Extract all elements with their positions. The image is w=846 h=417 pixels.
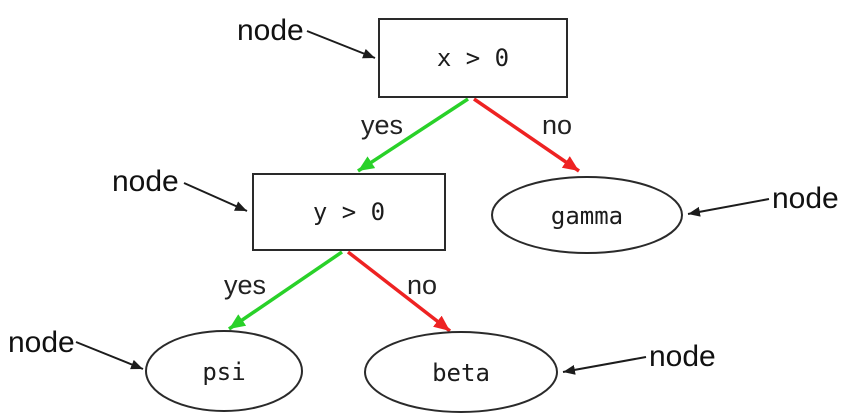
edge-label-yes-1: yes: [361, 110, 403, 140]
annotation-label-y: node: [112, 165, 179, 198]
edges: [228, 97, 580, 333]
annotation-label-root: node: [237, 14, 304, 47]
node-label-x: x > 0: [437, 44, 509, 72]
annotation-label-gamma: node: [772, 182, 839, 215]
edge-no-root-to-gamma: [473, 97, 580, 173]
annotation-arrow-gamma: [687, 198, 770, 217]
edge-labels: yes no yes no: [224, 110, 572, 300]
node-label-y: y > 0: [313, 198, 385, 226]
node-label-gamma: gamma: [551, 202, 623, 230]
edge-no-y-to-beta: [346, 250, 452, 333]
edge-label-yes-2: yes: [224, 270, 266, 300]
annotations: node node node node node: [8, 14, 839, 375]
node-label-psi: psi: [202, 358, 245, 386]
node-label-beta: beta: [432, 359, 490, 387]
annotation-arrow-y: [183, 182, 248, 212]
node-ellipse-gamma: [491, 176, 683, 254]
annotation-label-beta: node: [649, 340, 716, 373]
node-ellipse-beta: [364, 331, 558, 413]
edge-yes-root-to-y: [357, 97, 469, 173]
edge-label-no-1: no: [542, 110, 572, 140]
annotation-arrow-root: [306, 30, 376, 59]
node-rect-y: [252, 173, 446, 251]
edge-label-no-2: no: [407, 270, 437, 300]
annotation-label-psi: node: [8, 326, 75, 359]
node-ellipse-psi: [145, 330, 303, 412]
annotation-arrow-psi: [75, 341, 144, 370]
edge-yes-y-to-psi: [228, 250, 343, 331]
nodes: x > 0 y > 0 gamma psi beta: [145, 18, 683, 413]
node-rect-x: [378, 18, 568, 98]
annotation-arrow-beta: [562, 356, 647, 375]
